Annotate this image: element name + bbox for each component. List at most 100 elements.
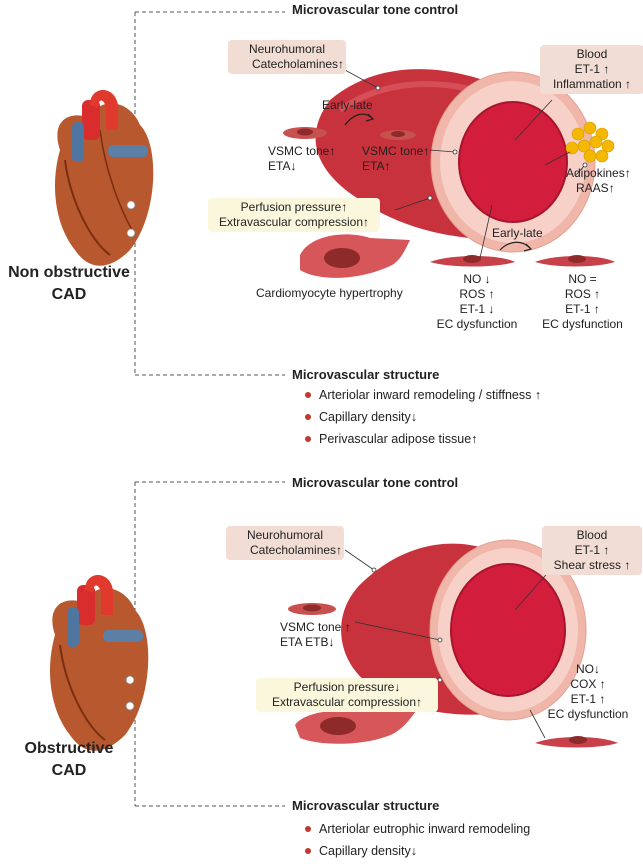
top-illustration	[55, 11, 615, 376]
arrow-up-icon: ↑	[624, 166, 631, 180]
top-vsmc-right: VSMC tone↑ ETA↑	[362, 144, 429, 174]
bullet-dot-icon	[305, 848, 311, 854]
arrow-up-icon: ↑	[344, 620, 351, 634]
bottom-structure-list: Arteriolar eutrophic inward remodeling C…	[305, 818, 530, 862]
et1-label: ET-1	[459, 302, 485, 316]
bottom-neurohumoral-box: Neurohumoral Catecholamines↑	[226, 526, 344, 560]
bullet-dot-icon	[305, 414, 311, 420]
heart-icon	[55, 90, 154, 266]
no-label: NO	[463, 272, 482, 286]
shear-stress-label: Shear stress	[553, 558, 621, 572]
top-tone-header: Microvascular tone control	[292, 2, 459, 17]
side-label-line2: CAD	[51, 762, 87, 779]
bullet-dot-icon	[305, 392, 311, 398]
arrow-up-icon: ↑	[363, 215, 370, 229]
blood-title: Blood	[576, 528, 608, 542]
vsmc-tone-label: VSMC tone	[362, 144, 424, 158]
perfusion-pressure-label: Perfusion pressure	[240, 200, 342, 214]
arrow-up-icon: ↑	[599, 692, 606, 706]
arrow-down-icon: ↓	[594, 662, 600, 676]
neurohumoral-title: Neurohumoral	[248, 42, 326, 56]
obstructive-panel: Obstructive CAD Microvascular tone contr…	[0, 470, 643, 868]
eta-label: ETA	[362, 159, 385, 173]
vsmc-tone-label: VSMC tone	[280, 620, 342, 634]
et1-label: ET-1	[574, 62, 600, 76]
top-dashed-bracket	[134, 11, 285, 376]
inflammation-label: Inflammation	[552, 77, 622, 91]
arrow-down-icon: ↓	[410, 844, 417, 858]
non-obstructive-cad-label: Non obstructive CAD	[0, 262, 138, 306]
side-label-line2: CAD	[51, 286, 87, 303]
cox-label: COX	[570, 677, 597, 691]
arrow-up-icon: ↑	[329, 144, 336, 158]
arrow-up-icon: ↑	[603, 62, 610, 76]
blood-title: Blood	[576, 47, 608, 61]
list-item: Capillary density↓	[305, 406, 541, 428]
side-label-line1: Obstructive	[24, 740, 114, 757]
top-perfusion-box: Perfusion pressure↑ Extravascular compre…	[208, 198, 380, 232]
heart-icon	[50, 575, 149, 751]
bottom-vessel	[341, 539, 587, 721]
ros-label: ROS	[459, 287, 486, 301]
extravascular-compression-label: Extravascular compression	[218, 215, 364, 229]
list-item: Perivascular adipose tissue↑	[305, 428, 541, 450]
top-structure-list: Arteriolar inward remodeling / stiffness…	[305, 384, 541, 450]
arrow-down-icon: ↓	[394, 680, 401, 694]
obstructive-cad-label: Obstructive CAD	[0, 738, 138, 782]
arrow-up-icon: ↑	[384, 159, 391, 173]
side-label-line1: Non obstructive	[8, 264, 130, 281]
perfusion-pressure-label: Perfusion pressure	[293, 680, 395, 694]
arrow-up-icon: ↑	[594, 287, 601, 301]
top-ec-left: NO ↓ ROS ↑ ET-1 ↓ EC dysfunction	[432, 272, 522, 332]
top-early-late-1: Early-late	[322, 98, 373, 112]
arrow-down-icon: ↓	[410, 410, 417, 424]
raas-label: RAAS	[576, 181, 609, 195]
bottom-illustration	[50, 481, 618, 807]
arrow-up-icon: ↑	[625, 77, 632, 91]
catecholamines-label: Catecholamines	[250, 543, 337, 557]
arrow-down-icon: ↓	[484, 272, 491, 286]
top-ec-right: NO = ROS ↑ ET-1 ↑ EC dysfunction	[535, 272, 630, 332]
top-adipokines: Adipokines↑ RAAS↑	[566, 166, 631, 196]
cardiomyocyte-icon	[295, 708, 418, 744]
list-item: Arteriolar inward remodeling / stiffness…	[305, 384, 541, 406]
bottom-blood-box: Blood ET-1 ↑ Shear stress ↑	[542, 526, 642, 575]
top-vsmc-left: VSMC tone↑ ETA↓	[268, 144, 335, 174]
arrow-up-icon: ↑	[624, 558, 631, 572]
arrow-up-icon: ↑	[341, 200, 348, 214]
top-structure-header: Microvascular structure	[292, 367, 440, 382]
eta-label: ETA	[268, 159, 291, 173]
vsmc-tone-label: VSMC tone	[268, 144, 330, 158]
et1-label: ET-1	[570, 692, 596, 706]
list-item: Capillary density↓	[305, 840, 530, 862]
top-early-late-2: Early-late	[492, 226, 543, 240]
bottom-structure-header: Microvascular structure	[292, 798, 440, 813]
arrow-up-icon: ↑	[599, 677, 606, 691]
arrow-up-icon: ↑	[423, 144, 430, 158]
bottom-vsmc: VSMC tone ↑ ETA ETB↓	[280, 620, 351, 650]
arrow-up-icon: ↑	[534, 388, 542, 402]
bottom-perfusion-box: Perfusion pressure↓ Extravascular compre…	[256, 678, 438, 712]
no-equal-label: NO =	[568, 272, 597, 286]
bullet-dot-icon	[305, 826, 311, 832]
adipose-tissue-icon	[565, 121, 615, 163]
top-vessel	[315, 69, 596, 253]
adipokines-label: Adipokines	[566, 166, 625, 180]
arrow-up-icon: ↑	[603, 543, 610, 557]
ec-dysfunction-label: EC dysfunction	[436, 317, 518, 331]
non-obstructive-panel: Non obstructive CAD Microvascular tone c…	[0, 2, 643, 450]
bullet-dot-icon	[305, 436, 311, 442]
arrow-up-icon: ↑	[336, 543, 343, 557]
arrow-up-icon: ↑	[593, 302, 600, 316]
bottom-ec: NO↓ COX ↑ ET-1 ↑ EC dysfunction	[538, 662, 638, 722]
ros-label: ROS	[564, 287, 591, 301]
top-blood-box: Blood ET-1 ↑ Inflammation ↑	[540, 45, 643, 94]
et1-label: ET-1	[574, 543, 600, 557]
top-neurohumoral-box: Neurohumoral Catecholamines↑	[228, 40, 346, 74]
arrow-down-icon: ↓	[328, 635, 335, 649]
eta-etb-label: ETA ETB	[280, 635, 329, 649]
arrow-up-icon: ↑	[608, 181, 615, 195]
no-label: NO	[576, 662, 594, 676]
ec-dysfunction-label: EC dysfunction	[547, 707, 629, 721]
et1-label: ET-1	[565, 302, 591, 316]
